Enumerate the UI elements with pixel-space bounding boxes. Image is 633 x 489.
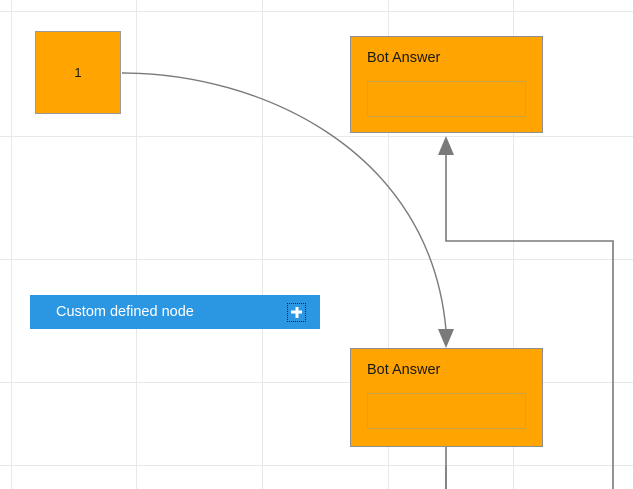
bot-answer-title: Bot Answer bbox=[367, 50, 441, 66]
bot-answer-slot[interactable] bbox=[367, 80, 526, 117]
custom-defined-node[interactable]: Custom defined node bbox=[30, 295, 320, 329]
bot-answer-node-bottom[interactable]: Bot Answer bbox=[350, 348, 543, 447]
node-1[interactable]: 1 bbox=[35, 31, 121, 114]
bot-answer-slot[interactable] bbox=[367, 392, 526, 429]
bot-answer-title: Bot Answer bbox=[367, 362, 441, 378]
custom-defined-node-label: Custom defined node bbox=[56, 303, 194, 320]
plus-icon[interactable] bbox=[287, 302, 306, 322]
node-1-label: 1 bbox=[74, 65, 82, 80]
bot-answer-node-top[interactable]: Bot Answer bbox=[350, 36, 543, 133]
